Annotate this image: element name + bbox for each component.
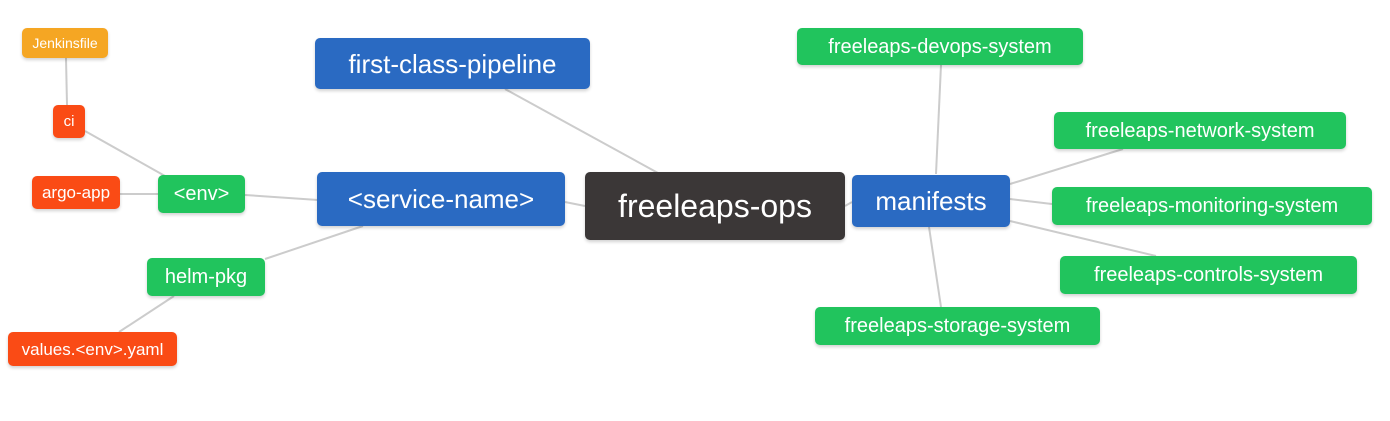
- edge-ci-env: [84, 130, 166, 177]
- node-helm-pkg[interactable]: helm-pkg: [147, 258, 265, 296]
- node-freeleaps-network-system[interactable]: freeleaps-network-system: [1054, 112, 1346, 149]
- edge-root-manifests: [844, 201, 853, 207]
- node-first-class-pipeline[interactable]: first-class-pipeline: [315, 38, 590, 89]
- node-argo-app[interactable]: argo-app: [32, 176, 120, 209]
- edge-servicename-helmpkg: [264, 225, 364, 260]
- node-jenkinsfile[interactable]: Jenkinsfile: [22, 28, 108, 58]
- node-env[interactable]: <env>: [158, 175, 245, 213]
- node-values-env-yaml[interactable]: values.<env>.yaml: [8, 332, 177, 366]
- edge-manifests-controls: [1009, 220, 1157, 257]
- node-freeleaps-devops-system[interactable]: freeleaps-devops-system: [797, 28, 1083, 65]
- edge-pipeline-root: [504, 88, 659, 174]
- edge-env-servicename: [244, 194, 319, 201]
- node-freeleaps-monitoring-system[interactable]: freeleaps-monitoring-system: [1052, 187, 1372, 225]
- edge-jenkinsfile-ci: [65, 57, 68, 106]
- node-manifests[interactable]: manifests: [852, 175, 1010, 227]
- edge-manifests-monitoring: [1009, 198, 1053, 205]
- node-freeleaps-storage-system[interactable]: freeleaps-storage-system: [815, 307, 1100, 345]
- edge-manifests-devops: [935, 64, 942, 175]
- node-freeleaps-controls-system[interactable]: freeleaps-controls-system: [1060, 256, 1357, 294]
- node-service-name[interactable]: <service-name>: [317, 172, 565, 226]
- edge-servicename-root: [564, 201, 586, 207]
- edge-helmpkg-valuesyaml: [118, 295, 175, 333]
- edge-manifests-network: [1009, 148, 1124, 185]
- edge-manifests-storage: [928, 226, 942, 308]
- node-ci[interactable]: ci: [53, 105, 85, 138]
- node-freeleaps-ops-root[interactable]: freeleaps-ops: [585, 172, 845, 240]
